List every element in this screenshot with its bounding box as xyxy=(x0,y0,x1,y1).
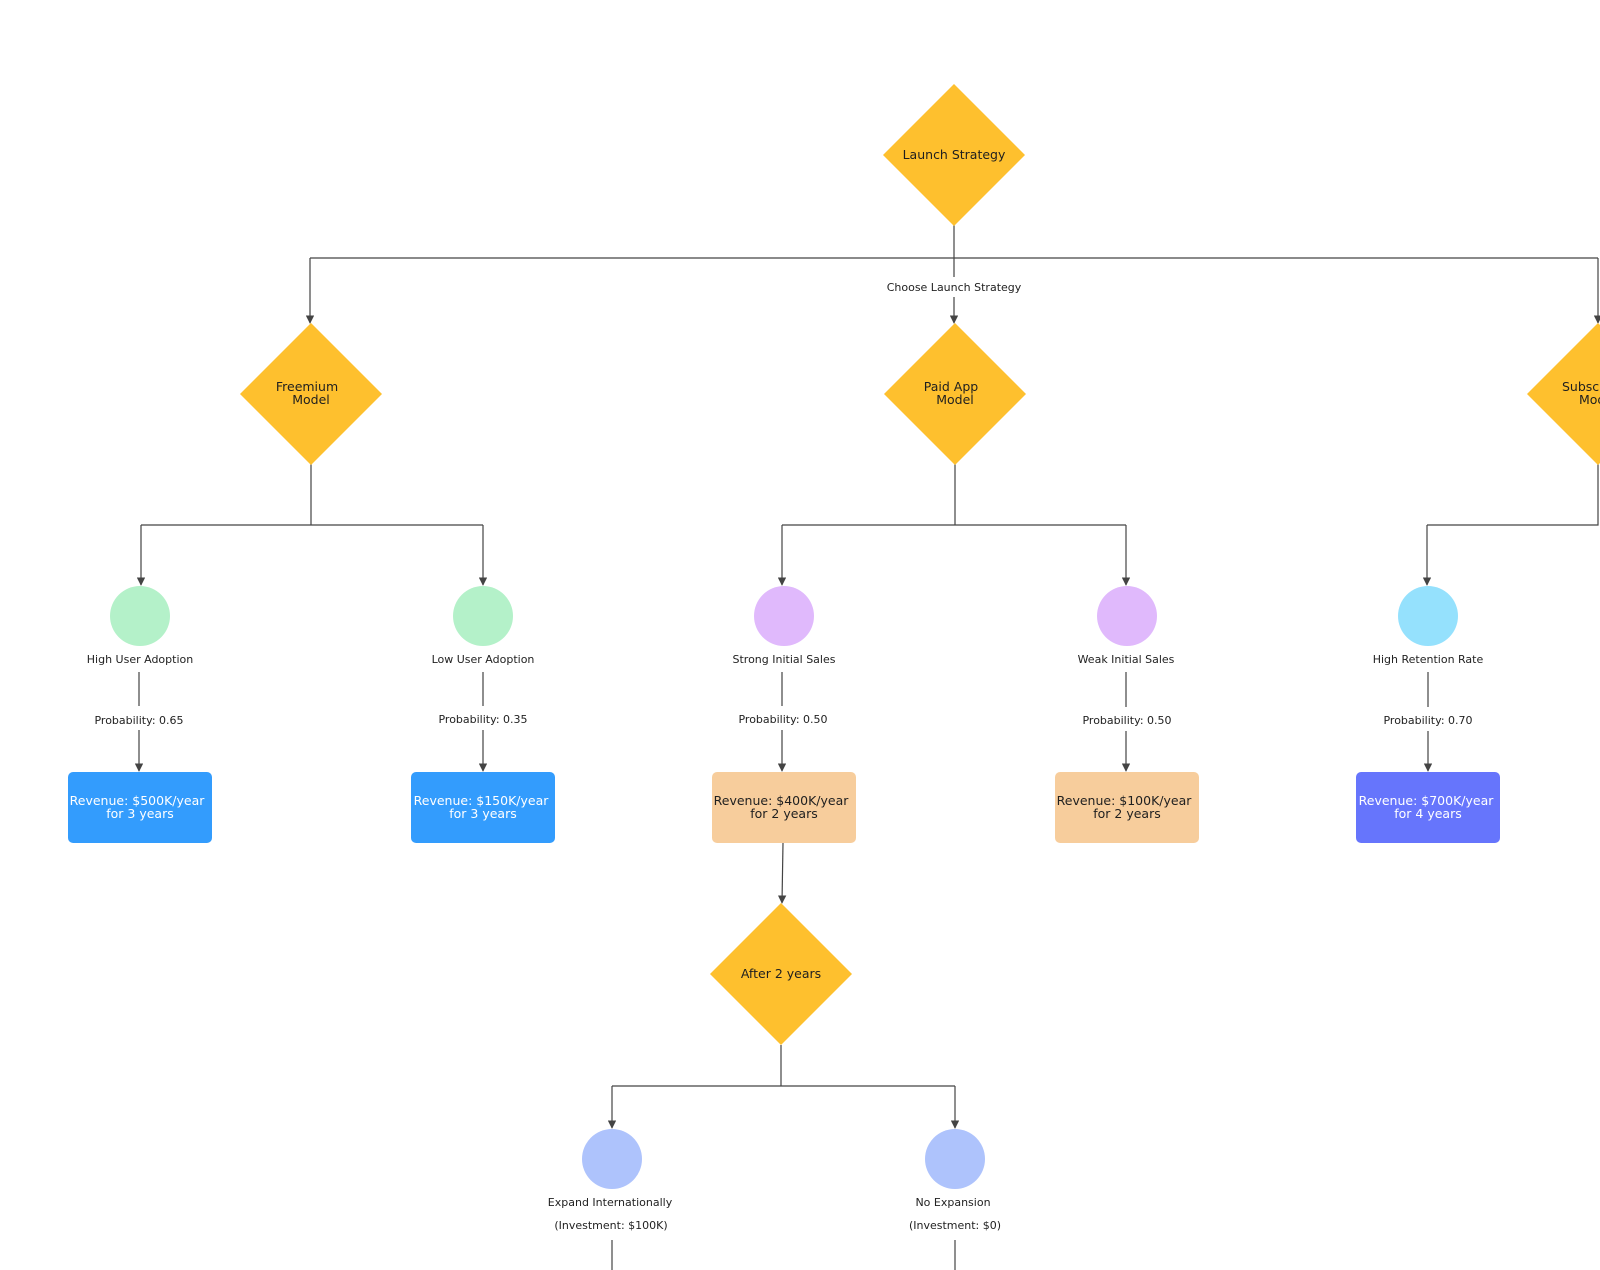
outcome-label-freemium-low: Revenue: $150K/year for 3 years xyxy=(414,793,553,821)
chance-label-strong-initial-sales: Strong Initial Sales xyxy=(733,653,836,666)
edge-revenue-to-after-2-years xyxy=(777,842,787,904)
edge-after-2-years-branch xyxy=(612,1045,955,1087)
outcome-label-subscription-high: Revenue: $700K/year for 4 years xyxy=(1359,793,1498,821)
outcome-box-freemium-low[interactable]: Revenue: $150K/year for 3 years xyxy=(411,772,555,843)
probability-label-weak-initial-sales: Probability: 0.50 xyxy=(1082,714,1171,727)
outcome-rect-freemium-high xyxy=(68,772,212,843)
chance-node-no-expansion[interactable]: No Expansion (Investment: $0) xyxy=(909,1129,1001,1232)
edges xyxy=(139,224,1600,1270)
strategy-diamond-freemium xyxy=(240,323,382,465)
outcome-rect-paid-weak xyxy=(1055,772,1199,843)
chance-circle-high-retention-rate xyxy=(1398,586,1458,646)
investment-label-no-expansion: (Investment: $0) xyxy=(909,1219,1001,1232)
root-decision-diamond xyxy=(883,84,1025,226)
chance-node-high-retention-rate[interactable]: High Retention Rate xyxy=(1373,586,1484,666)
chance-label-expand-internationally: Expand Internationally xyxy=(548,1196,673,1209)
edge-freemium-branch xyxy=(141,463,483,526)
strategy-diamond-paid-app xyxy=(884,323,1026,465)
chance-circle-weak-initial-sales xyxy=(1097,586,1157,646)
strategy-node-paid-app[interactable]: Paid App Model xyxy=(884,323,1026,465)
chance-label-weak-initial-sales: Weak Initial Sales xyxy=(1078,653,1175,666)
strategy-label-subscription: Subscription Model xyxy=(1562,379,1600,407)
strategy-node-subscription[interactable]: Subscription Model xyxy=(1527,323,1600,465)
chance-node-weak-initial-sales[interactable]: Weak Initial Sales xyxy=(1078,586,1175,666)
followup-decision-node[interactable]: After 2 years xyxy=(710,903,852,1045)
strategy-label-paid-app: Paid App Model xyxy=(924,379,982,407)
outcome-box-paid-weak[interactable]: Revenue: $100K/year for 2 years xyxy=(1055,772,1199,843)
chance-circle-high-user-adoption xyxy=(110,586,170,646)
strategy-node-freemium[interactable]: Freemium Model xyxy=(240,323,382,465)
outcome-box-paid-strong[interactable]: Revenue: $400K/year for 2 years xyxy=(712,772,856,843)
followup-decision-label: After 2 years xyxy=(741,966,821,981)
followup-decision-diamond xyxy=(710,903,852,1045)
strategy-label-freemium: Freemium Model xyxy=(276,379,342,407)
chance-node-high-user-adoption[interactable]: High User Adoption xyxy=(87,586,193,666)
edge-subscription-branch xyxy=(1427,463,1599,526)
probability-label-high-retention-rate: Probability: 0.70 xyxy=(1383,714,1472,727)
outcome-rect-subscription-high xyxy=(1356,772,1500,843)
probability-label-high-user-adoption: Probability: 0.65 xyxy=(94,714,183,727)
chance-node-expand-internationally[interactable]: Expand Internationally (Investment: $100… xyxy=(548,1129,673,1232)
outcome-label-paid-weak: Revenue: $100K/year for 2 years xyxy=(1057,793,1196,821)
chance-circle-strong-initial-sales xyxy=(754,586,814,646)
probability-label-strong-initial-sales: Probability: 0.50 xyxy=(738,713,827,726)
chance-node-strong-initial-sales[interactable]: Strong Initial Sales xyxy=(733,586,836,666)
chance-label-low-user-adoption: Low User Adoption xyxy=(432,653,535,666)
chance-node-low-user-adoption[interactable]: Low User Adoption xyxy=(432,586,535,666)
strategy-diamond-subscription xyxy=(1527,323,1600,465)
outcome-label-paid-strong: Revenue: $400K/year for 2 years xyxy=(714,793,853,821)
outcome-rect-freemium-low xyxy=(411,772,555,843)
outcome-label-freemium-high: Revenue: $500K/year for 3 years xyxy=(70,793,209,821)
investment-label-expand-internationally: (Investment: $100K) xyxy=(554,1219,667,1232)
outcome-rect-paid-strong xyxy=(712,772,856,843)
root-edge-label: Choose Launch Strategy xyxy=(887,281,1022,294)
outcome-box-subscription-high[interactable]: Revenue: $700K/year for 4 years xyxy=(1356,772,1500,843)
chance-circle-expand-internationally xyxy=(582,1129,642,1189)
chance-label-no-expansion: No Expansion xyxy=(915,1196,990,1209)
chance-label-high-user-adoption: High User Adoption xyxy=(87,653,193,666)
edge-paid-branch xyxy=(782,463,1126,526)
outcome-box-freemium-high[interactable]: Revenue: $500K/year for 3 years xyxy=(68,772,212,843)
chance-circle-no-expansion xyxy=(925,1129,985,1189)
chance-circle-low-user-adoption xyxy=(453,586,513,646)
root-decision-node[interactable]: Launch Strategy xyxy=(883,84,1025,226)
chance-label-high-retention-rate: High Retention Rate xyxy=(1373,653,1484,666)
root-decision-label: Launch Strategy xyxy=(903,147,1006,162)
probability-label-low-user-adoption: Probability: 0.35 xyxy=(438,713,527,726)
